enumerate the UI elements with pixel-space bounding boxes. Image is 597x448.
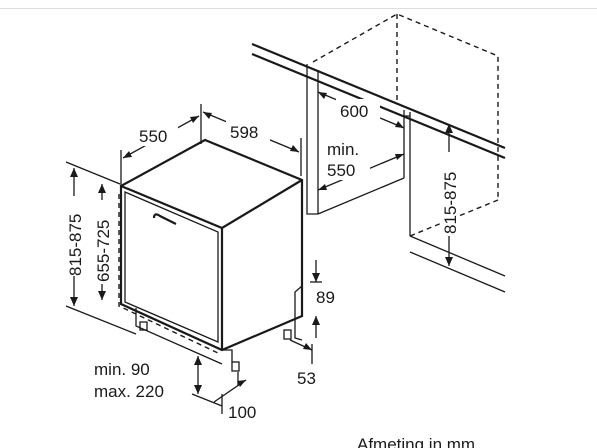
label-bg-niche-height <box>440 152 458 236</box>
dimension-foot-depth: 100 <box>213 372 256 422</box>
dimension-niche-width: 600 <box>317 91 405 129</box>
label-foot-offset: 53 <box>297 369 316 388</box>
appliance-top-front-edge <box>120 179 303 230</box>
ext-line-height-bottom <box>65 305 137 335</box>
appliance-outline <box>119 138 304 352</box>
dimension-niche-height: 815-875 <box>440 124 460 266</box>
arrow-depth-left <box>123 151 132 158</box>
dimension-plinth-range: min. 90 max. 220 <box>94 356 223 407</box>
dimension-width: 598 <box>202 111 302 176</box>
dishwasher-appliance <box>118 138 304 372</box>
label-depth: 550 <box>139 127 167 146</box>
arrow-width-right <box>290 145 299 152</box>
door-dashed-outline <box>118 194 221 355</box>
arrow-plinth-range-bottom <box>194 385 202 394</box>
label-plinth-max: max. 220 <box>94 382 164 401</box>
label-plinth-height: 89 <box>316 288 335 307</box>
dimension-depth: 550 <box>120 104 202 188</box>
appliance-door <box>124 191 219 343</box>
arrow-600-left <box>318 92 327 99</box>
niche-left-floor <box>317 177 405 215</box>
floor-line-upper <box>409 235 506 277</box>
niche-left-wall <box>306 64 318 215</box>
arrow-height-inner-bottom <box>98 291 106 300</box>
arrow-53 <box>303 343 312 350</box>
arrow-width-left <box>203 112 212 119</box>
arrow-niche-height-bottom <box>445 257 453 266</box>
plinth-right-step <box>294 285 303 341</box>
label-bg-niche-depth <box>324 138 370 180</box>
arrow-niche-height-top <box>445 124 453 133</box>
label-niche-height: 815-875 <box>441 172 460 234</box>
label-niche-depth-line2: 550 <box>327 161 355 180</box>
worktop-dashed-outline <box>312 13 499 200</box>
dimension-height-inner: 655-725 <box>92 184 113 300</box>
label-plinth-min: min. 90 <box>94 360 150 379</box>
arrow-600-right <box>395 121 404 128</box>
label-height-outer: 815-875 <box>66 214 85 276</box>
label-bg-width <box>226 120 270 142</box>
plinth-outline <box>135 308 223 365</box>
arrow-height-inner-top <box>98 184 106 193</box>
arrow-plinth-range-top <box>194 356 202 365</box>
dimension-foot-offset: 53 <box>289 339 316 388</box>
arrow-89-top <box>312 273 320 282</box>
label-niche-width: 600 <box>340 102 368 121</box>
label-bg-height-inner <box>92 200 112 284</box>
arrow-89-bottom <box>312 316 320 325</box>
foot-front-right-icon <box>231 361 240 372</box>
label-width: 598 <box>230 123 258 142</box>
top-divider <box>0 8 597 9</box>
arrow-100 <box>237 380 246 387</box>
foot-front-left-icon <box>139 321 148 331</box>
arrow-niche-depth-left <box>318 184 327 190</box>
label-bg-depth <box>136 124 178 146</box>
dimension-height-outer: 815-875 <box>64 161 137 335</box>
label-bg-height-outer <box>64 196 84 276</box>
plinth-corner <box>222 349 233 362</box>
arrow-height-outer-top <box>70 168 78 177</box>
foot-back-right-icon <box>283 329 292 340</box>
worktop-edge-top <box>251 42 506 150</box>
label-bg-600 <box>336 99 380 121</box>
ext-line-plinth-range <box>191 393 223 407</box>
dimension-niche-depth: min. 550 <box>317 138 405 191</box>
caption-units: Afmeting in mm <box>357 435 475 448</box>
label-height-inner: 655-725 <box>94 220 113 282</box>
arrow-depth-right <box>190 116 199 123</box>
arrow-height-outer-bottom <box>70 297 78 306</box>
floor-line-lower <box>409 251 506 293</box>
installation-niche <box>251 13 506 293</box>
label-niche-depth-line1: min. <box>327 140 359 159</box>
arrow-niche-depth-right <box>395 154 404 160</box>
ext-line-height-top <box>65 161 121 185</box>
door-handle-icon <box>152 213 177 225</box>
dimension-plinth-height: 89 <box>310 260 335 338</box>
label-foot-depth: 100 <box>228 403 256 422</box>
